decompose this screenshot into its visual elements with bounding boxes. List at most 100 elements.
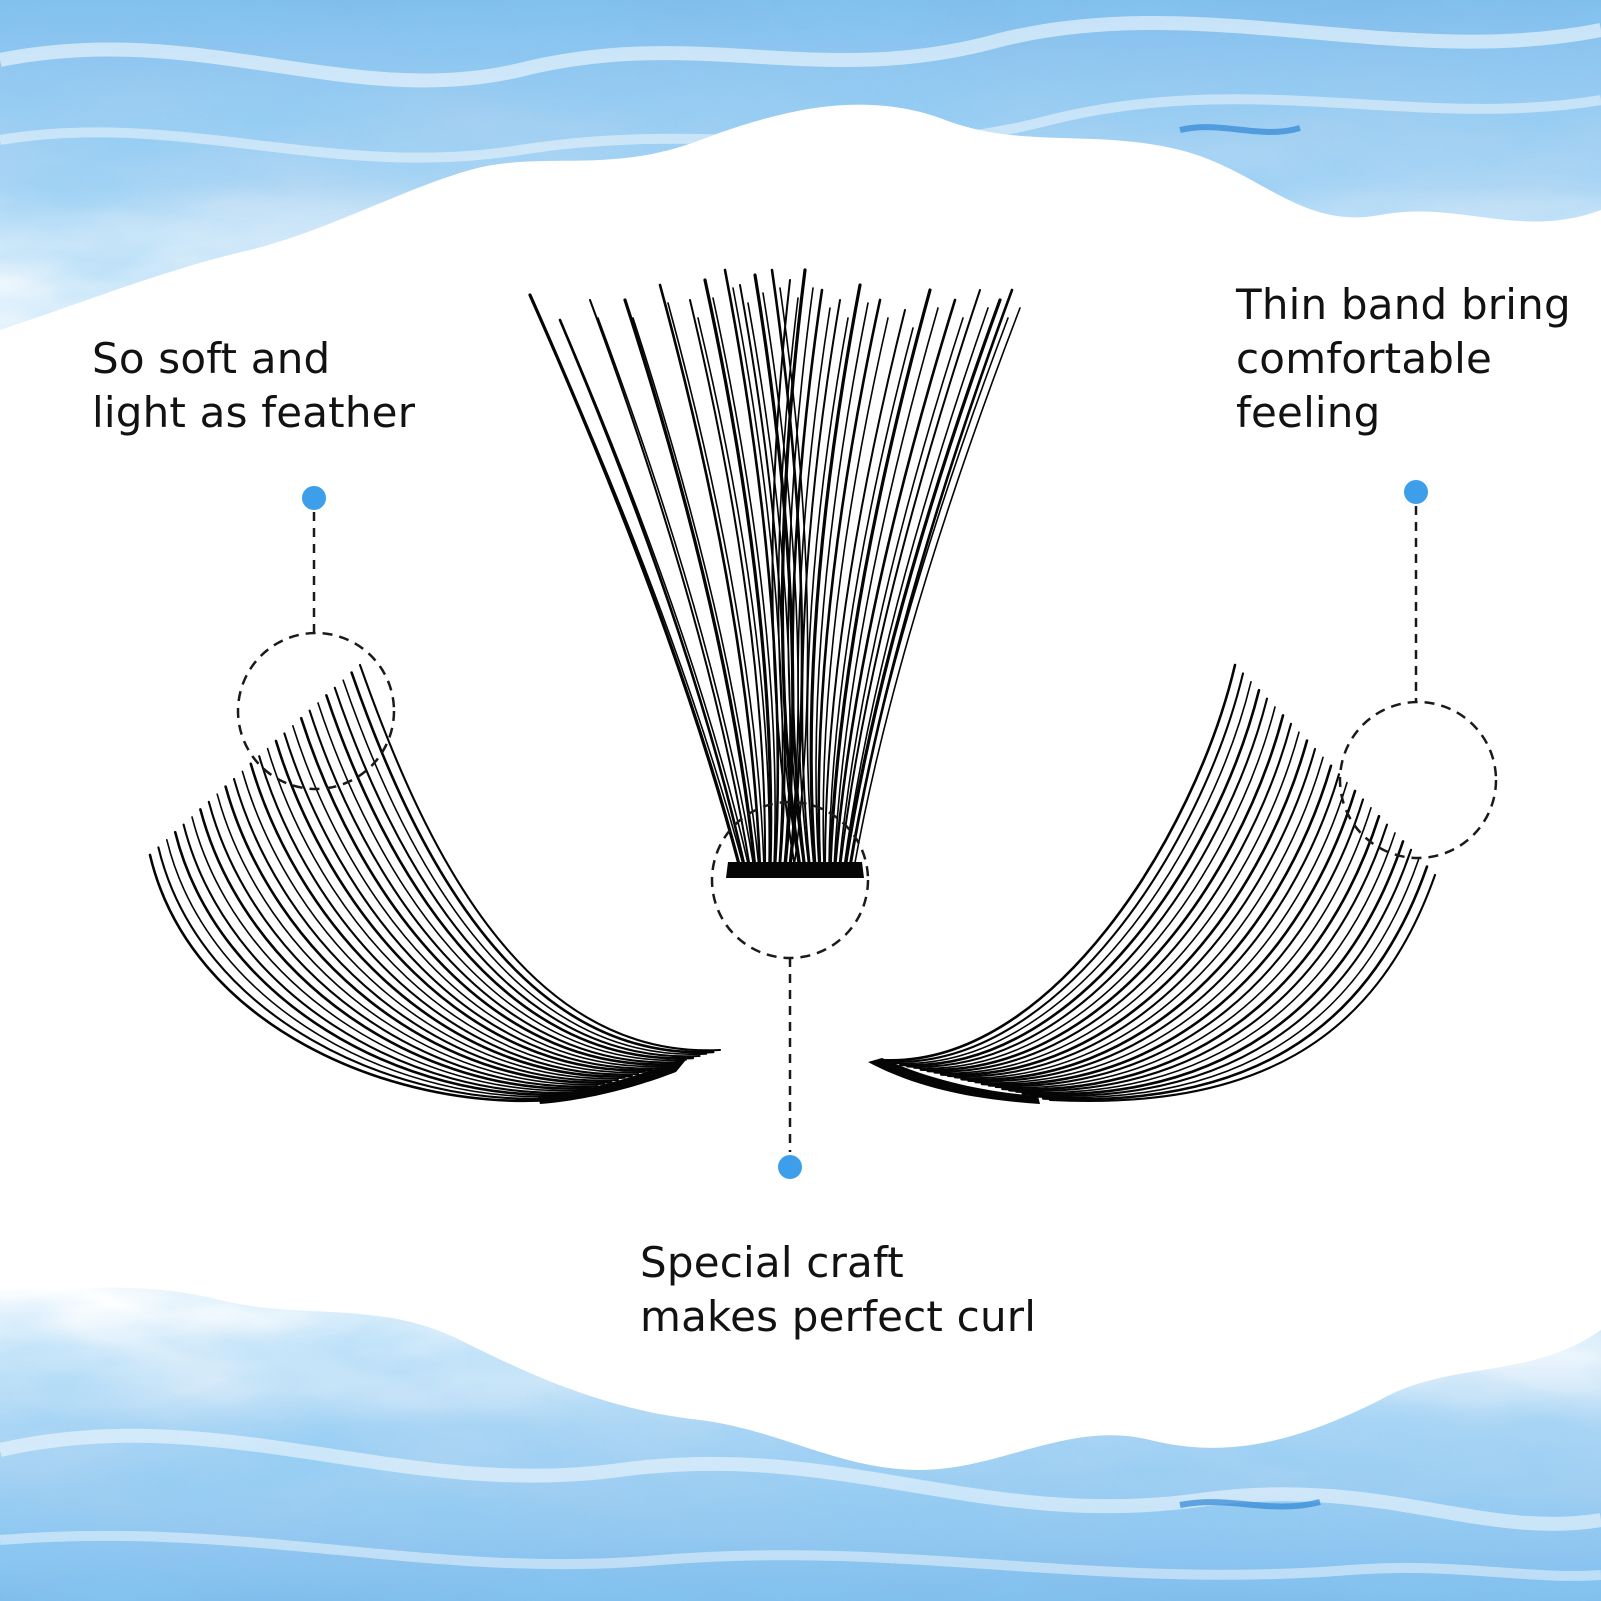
lash-strand xyxy=(839,289,981,869)
lash-strand xyxy=(623,298,757,870)
lash-strand xyxy=(853,307,1021,869)
lash-strand xyxy=(960,764,1333,1081)
lash-strand xyxy=(632,317,760,869)
lash-strand xyxy=(191,816,585,1092)
lash-strand xyxy=(689,299,767,869)
lash-strand xyxy=(926,722,1293,1073)
lash-strand xyxy=(1041,865,1429,1101)
lash-strand xyxy=(207,800,599,1088)
lash-strand xyxy=(589,299,751,869)
lash-strand xyxy=(906,697,1269,1068)
callout-left-line: So soft and xyxy=(92,334,331,383)
callout-left-line: light as feather xyxy=(92,388,416,437)
lash-strand xyxy=(732,287,784,869)
lash-strand xyxy=(822,317,889,869)
lash-strand xyxy=(777,297,800,869)
lash-strand xyxy=(597,317,755,869)
lash-strand xyxy=(919,714,1285,1072)
lash-strand xyxy=(342,679,708,1055)
lash-strand xyxy=(258,755,640,1076)
lash-strand xyxy=(848,317,1009,869)
lash-strand xyxy=(815,302,869,869)
callout-left-ring xyxy=(236,631,396,791)
lash-strand xyxy=(350,671,715,1054)
callout-bottom-line: Special craft xyxy=(640,1238,904,1287)
lash-strand xyxy=(1021,840,1405,1096)
callout-right-line: feeling xyxy=(1236,388,1381,437)
lash-strand xyxy=(537,312,745,869)
lash-strand xyxy=(954,756,1324,1079)
callout-right-dot xyxy=(1404,480,1428,504)
lash-strand xyxy=(266,747,646,1074)
lash-strand xyxy=(1028,848,1413,1098)
lash-strand xyxy=(216,793,606,1086)
callout-right-line: comfortable xyxy=(1236,334,1493,383)
lash-strand xyxy=(308,709,681,1064)
lash-strand xyxy=(833,307,939,869)
lash-strand xyxy=(801,299,841,869)
lash-strand xyxy=(833,298,957,870)
lash-strand xyxy=(148,853,552,1103)
callout-left-marker xyxy=(236,486,396,791)
lash-strand xyxy=(787,287,814,869)
lash-strand xyxy=(806,317,849,869)
lash-strand xyxy=(892,681,1252,1065)
lash-strand xyxy=(241,770,626,1080)
lash-strand xyxy=(1008,823,1389,1093)
lash-strand xyxy=(1048,873,1437,1102)
lash-strand xyxy=(274,739,654,1072)
left-lash-band xyxy=(538,1055,690,1104)
lash-strand xyxy=(558,318,747,870)
lash-strand xyxy=(1015,832,1396,1094)
lash-strand xyxy=(980,789,1357,1086)
callout-right-caption: Thin band bring comfortable feeling xyxy=(1236,278,1571,440)
callout-bottom-marker xyxy=(710,800,870,1179)
lash-strand xyxy=(697,317,771,869)
lash-strand xyxy=(567,337,750,869)
lash-strand xyxy=(838,317,964,869)
lash-strand xyxy=(828,327,914,869)
left-lash-strip xyxy=(148,663,722,1103)
lash-strand xyxy=(946,747,1317,1078)
center-lash-cluster xyxy=(528,268,1021,870)
lash-strand xyxy=(283,732,660,1070)
lash-strand xyxy=(317,702,687,1062)
lash-strand xyxy=(987,798,1365,1088)
lash-strand xyxy=(723,268,780,870)
lash-strand xyxy=(791,288,824,870)
lash-strand xyxy=(157,846,558,1100)
lash-strand xyxy=(809,283,862,870)
lash-strand xyxy=(994,807,1372,1089)
lash-strand xyxy=(843,307,989,869)
lash-strand xyxy=(933,731,1300,1074)
lash-strand xyxy=(843,298,1002,870)
lash-strand xyxy=(166,839,565,1098)
lash-strand xyxy=(899,688,1261,1067)
lash-strand xyxy=(913,706,1276,1070)
lash-strand xyxy=(358,663,722,1052)
right-lash-band xyxy=(868,1058,1040,1104)
callout-bottom-dot xyxy=(778,1155,802,1179)
lash-strand xyxy=(780,268,807,870)
lash-strand xyxy=(232,777,620,1082)
lash-strand xyxy=(1001,814,1381,1091)
lash-strand xyxy=(824,309,906,869)
lash-strand xyxy=(747,302,791,869)
lash-strand xyxy=(848,288,1014,870)
right-lash-strip xyxy=(878,663,1437,1102)
lash-strand xyxy=(182,823,579,1094)
callout-left-dot xyxy=(302,486,326,510)
lash-strand xyxy=(967,773,1341,1083)
callout-bottom-line: makes perfect curl xyxy=(640,1292,1037,1341)
lash-strand xyxy=(224,785,613,1084)
lash-strand xyxy=(703,278,773,870)
lash-strand xyxy=(658,283,762,870)
lash-strand xyxy=(771,279,796,869)
lash-strand xyxy=(797,307,831,869)
lash-strand xyxy=(299,716,674,1066)
lash-strand xyxy=(828,288,932,870)
callout-right-ring xyxy=(1338,700,1498,860)
lash-strand xyxy=(199,808,593,1090)
